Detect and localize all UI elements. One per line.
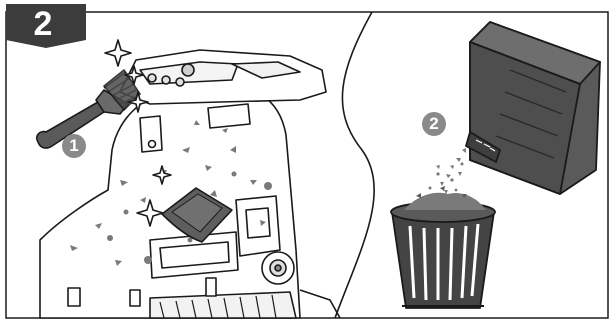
step-badge [6,4,86,48]
panel-divider [335,12,374,318]
trash-can-icon [391,202,495,308]
step-marker-1 [62,134,86,158]
step-marker-2 [422,112,446,136]
debris-bin-icon [466,22,600,194]
machine-illustration [40,50,340,318]
trash-debris-pile [404,186,486,210]
